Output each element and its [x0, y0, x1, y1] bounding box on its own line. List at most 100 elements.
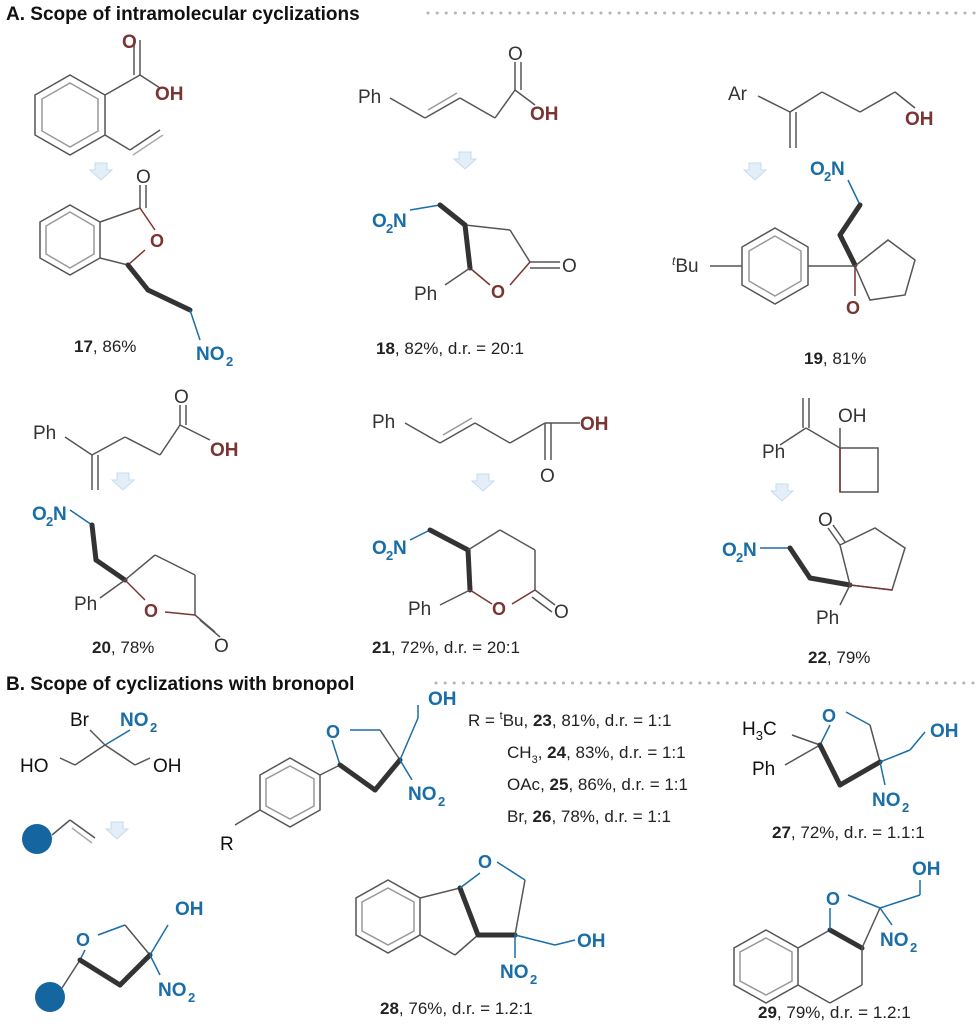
- label-20: 20, 78%: [92, 638, 154, 657]
- nitro-sub: 2: [736, 550, 743, 565]
- atom-Ph: Ph: [408, 599, 431, 620]
- atom-O: O: [174, 387, 189, 408]
- r-row-26: Br, 26, 78%, d.r. = 1:1: [507, 807, 671, 826]
- section-a-title: A. Scope of intramolecular cyclizations: [6, 4, 360, 25]
- atom-OH: OH: [912, 859, 941, 880]
- atom-Ph: Ph: [762, 442, 785, 463]
- atom-O: O: [214, 636, 229, 657]
- nitro-N: NO: [872, 790, 901, 811]
- nitro-N: N: [831, 159, 845, 180]
- arrow-19: [742, 162, 768, 181]
- atom-O: O: [326, 722, 340, 742]
- nitro-O: O: [372, 538, 387, 559]
- substrate-dot-icon: [35, 982, 65, 1012]
- product-21: O 2 N Ph O O: [372, 527, 569, 623]
- product-28: O OH NO 2: [355, 852, 606, 987]
- nitro-N: N: [393, 538, 407, 559]
- label-22: 22, 79%: [808, 648, 870, 667]
- nitro-N: N: [53, 504, 67, 525]
- atom-OH: OH: [580, 414, 609, 435]
- atom-O: O: [76, 930, 90, 950]
- nitro-O: O: [810, 159, 825, 180]
- nitro-N: N: [393, 211, 407, 232]
- atom-Ph: Ph: [74, 594, 97, 615]
- atom-O: O: [562, 256, 577, 277]
- atom-O: O: [492, 599, 506, 619]
- atom-O: O: [846, 298, 860, 318]
- r-row-24: CH3, 24, 83%, d.r. = 1:1: [507, 743, 686, 766]
- arrow-22: [769, 483, 795, 502]
- product-17: O O NO 2: [39, 167, 233, 369]
- product-23-26: R O OH NO 2: [220, 689, 457, 855]
- nitro-N: NO: [500, 962, 529, 983]
- atom-O: O: [491, 282, 505, 302]
- substrate-18: Ph O OH: [358, 44, 559, 125]
- nitro-sub: 2: [188, 990, 195, 1005]
- substrate-dot-icon: [22, 824, 52, 854]
- atom-OH: OH: [905, 109, 934, 130]
- substrate-22: Ph OH: [762, 398, 879, 493]
- atom-Ph: Ph: [414, 284, 437, 305]
- atom-O: O: [554, 602, 569, 623]
- r-group-list: R = tBu, 23, 81%, d.r. = 1:1 CH3, 24, 83…: [468, 710, 688, 826]
- generic-product: O OH NO 2: [35, 899, 204, 1012]
- nitro-N: NO: [880, 930, 909, 951]
- atom-Ph: Ph: [816, 608, 839, 629]
- product-20: O 2 N Ph O O: [32, 504, 229, 657]
- atom-OH: OH: [530, 104, 559, 125]
- nitro-sub: 2: [386, 221, 393, 236]
- label-19: 19, 81%: [804, 349, 866, 368]
- nitro-sub: 2: [824, 169, 831, 184]
- atom-OH: OH: [838, 406, 867, 427]
- nitro-sub: 2: [150, 720, 157, 735]
- atom-Ph: Ph: [33, 423, 56, 444]
- atom-HO: HO: [20, 756, 49, 777]
- nitro-sub: 2: [438, 794, 445, 809]
- atom-OH: OH: [175, 899, 204, 920]
- nitro-sub: 2: [386, 548, 393, 563]
- nitro-O: O: [722, 540, 737, 561]
- nitro-sub: 2: [226, 354, 233, 369]
- bronopol: Br NO 2 HO OH: [20, 710, 182, 777]
- arrow-18: [452, 151, 478, 170]
- label-21: 21, 72%, d.r. = 20:1: [372, 638, 520, 657]
- nitro-sub: 2: [902, 800, 909, 815]
- atom-Ph: Ph: [372, 412, 395, 433]
- atom-O: O: [144, 601, 158, 621]
- r-row-23: R = tBu, 23, 81%, d.r. = 1:1: [468, 710, 671, 730]
- label-17: 17, 86%: [74, 337, 136, 356]
- nitro-sub: 2: [530, 972, 537, 987]
- nitro-group: O: [372, 211, 387, 232]
- atom-O: O: [136, 167, 151, 188]
- atom-R: R: [220, 834, 234, 855]
- atom-Ar: Ar: [728, 84, 748, 105]
- product-22: O 2 N O Ph: [722, 510, 906, 629]
- product-18: O 2 N O O Ph: [372, 202, 577, 305]
- atom-O: O: [826, 889, 840, 909]
- nitro-sub: 2: [46, 514, 53, 529]
- atom-OH: OH: [577, 931, 606, 952]
- atom-OH: OH: [428, 689, 457, 710]
- product-29: O OH NO 2: [733, 859, 941, 1004]
- atom-O: O: [478, 852, 492, 872]
- nitro-N: N: [743, 540, 757, 561]
- r-row-25: OAc, 25, 86%, d.r. = 1:1: [507, 775, 688, 794]
- atom-OH: OH: [930, 721, 959, 742]
- nitro-N: NO: [408, 784, 437, 805]
- atom-tBu-t: tBu: [672, 254, 699, 277]
- substrate-17: O OH: [34, 32, 184, 156]
- product-27: H3C Ph O OH NO 2: [742, 706, 959, 815]
- product-19: O 2 N tBu O: [672, 159, 916, 318]
- arrow-20: [110, 472, 136, 491]
- label-27: 27, 72%, d.r. = 1.1:1: [772, 823, 925, 842]
- atom-OH: OH: [210, 440, 239, 461]
- atom-OH: OH: [153, 756, 182, 777]
- nitro-N: NO: [120, 710, 149, 731]
- substrate-21: Ph OH O: [372, 412, 609, 487]
- arrow-17: [88, 162, 114, 181]
- atom-Ph: Ph: [358, 87, 381, 108]
- arrow-bronopol: [104, 821, 130, 840]
- atom-O: O: [150, 231, 164, 251]
- atom-O: O: [540, 466, 555, 487]
